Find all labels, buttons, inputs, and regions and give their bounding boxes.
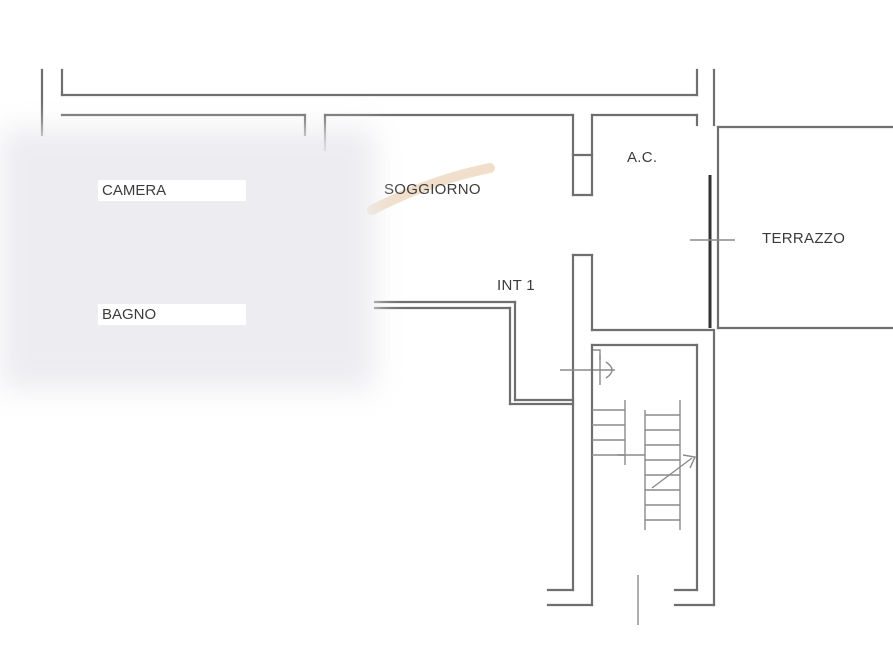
label-soggiorno: SOGGIORNO <box>384 181 481 198</box>
outer-wall-top <box>40 68 716 137</box>
entrance-corridor <box>373 300 575 406</box>
stairwell <box>546 328 716 625</box>
label-bagno: BAGNO <box>98 304 246 325</box>
privacy-blur <box>0 128 375 390</box>
label-terrazzo: TERRAZZO <box>762 230 845 247</box>
door-symbol <box>560 349 615 385</box>
smudge-mark <box>367 163 495 215</box>
terrace-outline <box>690 125 893 330</box>
label-int1: INT 1 <box>497 277 535 294</box>
interior-walls <box>60 113 714 592</box>
label-ac: A.C. <box>627 149 657 166</box>
label-camera: CAMERA <box>98 180 246 201</box>
